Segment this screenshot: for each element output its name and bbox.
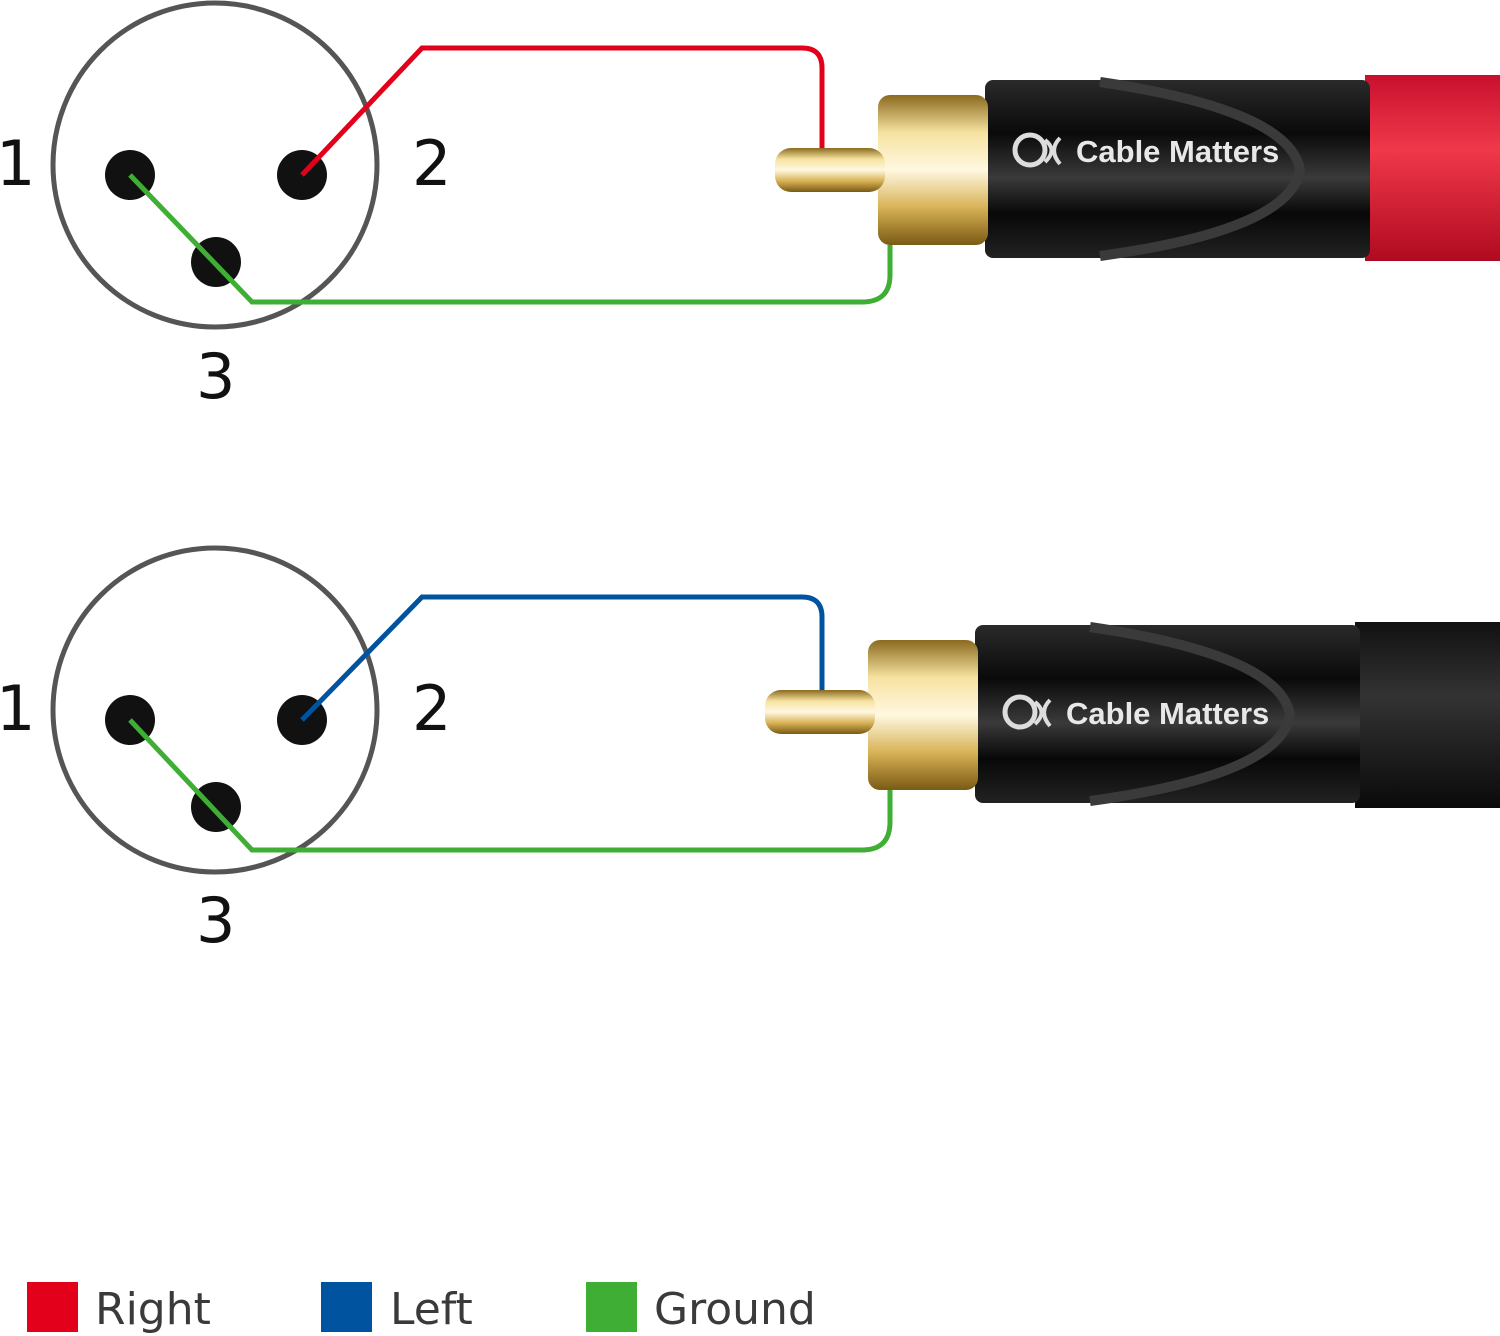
pin-label-1: 1 (0, 127, 35, 200)
pin-label-2: 2 (412, 672, 451, 745)
signal-wire-left (300, 594, 825, 722)
pin-label-3: 3 (196, 340, 235, 413)
brand-logo-icon (1002, 694, 1052, 730)
rca-plug: Cable Matters (765, 622, 1500, 808)
plug-body (985, 80, 1370, 258)
xlr-connector-outline (50, 545, 380, 875)
legend-swatch-ground (586, 1282, 637, 1332)
xlr-connector-outline (50, 0, 380, 330)
legend-label-ground: Ground (654, 1284, 816, 1335)
xlr-pin-3 (191, 782, 241, 832)
brand-text: Cable Matters (1066, 696, 1269, 731)
brand-logo-icon (1012, 132, 1062, 168)
body-groove (1099, 77, 1306, 261)
center-pin (765, 690, 875, 734)
gold-collar (878, 95, 988, 245)
legend: Right Left Ground (27, 1282, 816, 1335)
rca-plug: Cable Matters (775, 75, 1500, 261)
ground-wire (128, 718, 893, 853)
brand-text: Cable Matters (1076, 134, 1279, 169)
cable-jacket (1355, 622, 1500, 808)
gold-collar (868, 640, 978, 790)
pin-label-1: 1 (0, 672, 35, 745)
signal-wire-right (300, 45, 825, 177)
pin-label-2: 2 (412, 127, 451, 200)
plug-body (975, 625, 1360, 803)
center-pin (775, 148, 885, 192)
legend-label-left: Left (390, 1284, 473, 1335)
legend-swatch-right (27, 1282, 78, 1332)
body-groove (1089, 622, 1296, 806)
xlr-rca-diagram-right: 1 2 3 Cable Matters (0, 0, 1500, 413)
cable-jacket (1365, 75, 1500, 261)
legend-swatch-left (321, 1282, 372, 1332)
legend-label-right: Right (95, 1284, 211, 1335)
xlr-rca-diagram-left: 1 2 3 Cable Matters (0, 545, 1500, 957)
pin-label-3: 3 (196, 884, 235, 957)
ground-wire (128, 173, 893, 305)
